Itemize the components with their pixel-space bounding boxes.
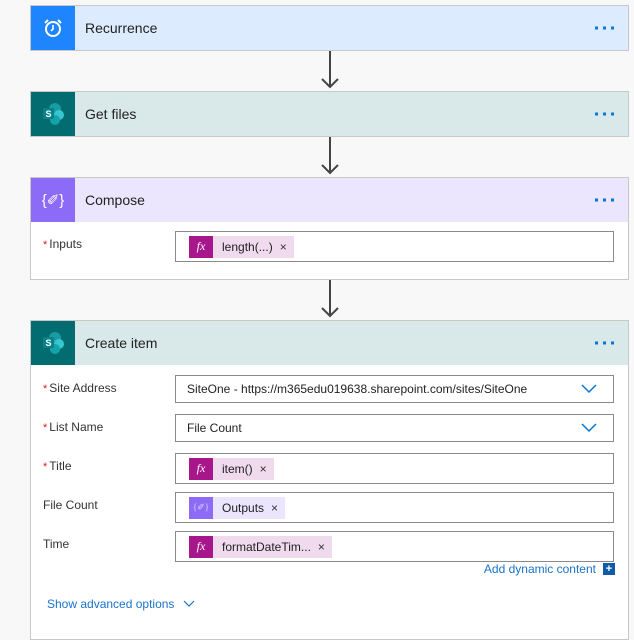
arrow-down-icon (321, 51, 339, 89)
create-item-header[interactable]: S Create item (31, 321, 628, 365)
compose-icon: {✐} (31, 178, 75, 222)
show-advanced-options[interactable]: Show advanced options (47, 597, 195, 611)
get-files-header[interactable]: S Get files (31, 92, 628, 136)
list-name-value: File Count (187, 421, 242, 435)
svg-text:S: S (45, 109, 51, 119)
file-count-field[interactable]: {✐} Outputs × (175, 492, 614, 523)
token-label: formatDateTim... (222, 539, 311, 554)
svg-text:S: S (45, 338, 51, 348)
required-marker: * (43, 383, 48, 395)
add-dynamic-content-link[interactable]: Add dynamic content (483, 562, 596, 576)
show-advanced-options-link[interactable]: Show advanced options (47, 597, 175, 611)
token-label: item() (222, 461, 253, 476)
chevron-down-icon[interactable] (581, 384, 597, 394)
fx-icon: fx (189, 235, 213, 258)
sharepoint-icon: S (31, 92, 75, 136)
site-address-dropdown[interactable]: SiteOne - https://m365edu019638.sharepoi… (175, 375, 614, 403)
add-dynamic-content-button[interactable]: Add dynamic content + (484, 562, 615, 576)
time-field[interactable]: fx formatDateTim... × (175, 531, 614, 562)
chevron-down-icon[interactable] (183, 600, 195, 608)
recurrence-header[interactable]: Recurrence (31, 6, 628, 50)
required-marker: * (43, 422, 48, 434)
field-inputs: *Inputs fx length(...) × (31, 231, 628, 270)
field-site-address: *Site Address SiteOne - https://m365edu0… (31, 375, 628, 414)
step-create-item[interactable]: S Create item *Site Address SiteOne - ht… (30, 320, 629, 640)
field-label: Site Address (49, 381, 117, 395)
field-label: Time (43, 537, 70, 551)
alarm-clock-icon (31, 6, 75, 50)
site-address-value: SiteOne - https://m365edu019638.sharepoi… (187, 382, 528, 396)
more-options-button[interactable] (591, 195, 618, 206)
more-options-button[interactable] (591, 23, 618, 34)
remove-token-icon[interactable]: × (279, 239, 287, 254)
arrow-down-icon (321, 137, 339, 175)
chevron-down-icon[interactable] (581, 423, 597, 433)
field-label: List Name (49, 420, 104, 434)
step-title: Get files (85, 106, 137, 122)
expression-token[interactable]: fx formatDateTim... × (189, 535, 332, 558)
fx-icon: fx (189, 535, 213, 558)
dynamic-content-token[interactable]: {✐} Outputs × (189, 496, 286, 519)
title-field[interactable]: fx item() × (175, 453, 614, 484)
compose-icon: {✐} (189, 496, 213, 519)
field-label: File Count (43, 498, 98, 512)
token-label: length(...) (222, 239, 273, 254)
more-options-button[interactable] (591, 338, 618, 349)
expression-token[interactable]: fx length(...) × (189, 235, 294, 258)
field-label: Title (49, 459, 72, 473)
list-name-dropdown[interactable]: File Count (175, 414, 614, 442)
step-recurrence[interactable]: Recurrence (30, 5, 629, 51)
step-compose[interactable]: {✐} Compose *Inputs fx length(...) × (30, 177, 629, 280)
arrow-down-icon (321, 280, 339, 318)
remove-token-icon[interactable]: × (317, 539, 325, 554)
token-label: Outputs (222, 500, 265, 515)
field-label: Inputs (49, 237, 82, 251)
step-title: Compose (85, 192, 145, 208)
required-marker: * (43, 239, 48, 251)
step-title: Recurrence (85, 20, 158, 36)
more-options-button[interactable] (591, 109, 618, 120)
field-time: Time fx formatDateTim... × (31, 531, 628, 570)
fx-icon: fx (189, 457, 213, 480)
step-get-files[interactable]: S Get files (30, 91, 629, 137)
remove-token-icon[interactable]: × (259, 461, 267, 476)
plus-icon[interactable]: + (603, 563, 615, 575)
required-marker: * (43, 461, 48, 473)
compose-header[interactable]: {✐} Compose (31, 178, 628, 222)
sharepoint-icon: S (31, 321, 75, 365)
inputs-field[interactable]: fx length(...) × (175, 231, 614, 262)
remove-token-icon[interactable]: × (271, 500, 279, 515)
expression-token[interactable]: fx item() × (189, 457, 274, 480)
field-title: *Title fx item() × (31, 453, 628, 492)
field-list-name: *List Name File Count (31, 414, 628, 453)
field-file-count: File Count {✐} Outputs × (31, 492, 628, 531)
step-title: Create item (85, 335, 158, 351)
